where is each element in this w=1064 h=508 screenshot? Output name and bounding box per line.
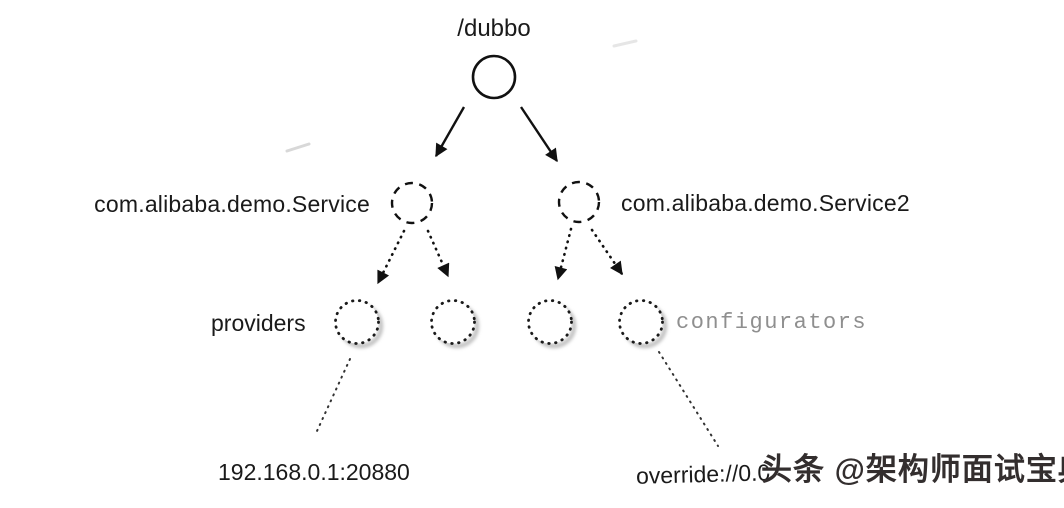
solid-arrows [434, 106, 558, 163]
provider-node-2 [430, 299, 476, 345]
arrow-root-to-service-right [520, 106, 558, 163]
providers-label: providers [211, 310, 306, 336]
service-left-label: com.alibaba.demo.Service [94, 191, 370, 217]
arrow-service-left-to-provider-2 [426, 229, 450, 278]
service-right-label: com.alibaba.demo.Service2 [621, 190, 910, 216]
dotted-nodes [334, 299, 664, 345]
arrow-service-right-to-node-1 [554, 227, 573, 281]
watermark-text: 头条 @架构师面试宝典 [761, 452, 1064, 487]
arrow-service-right-to-node-2 [590, 228, 624, 276]
provider-node-1 [334, 299, 380, 345]
dotted-leader-lines [316, 351, 719, 447]
configurator-url-label: override://0.0. [635, 459, 777, 489]
configurator-node-2 [618, 299, 664, 345]
arrow-root-to-service-left [434, 106, 466, 158]
root-node-circle [471, 54, 517, 100]
configurators-label: configurators [676, 310, 868, 335]
dotted-node-shadows [338, 303, 668, 349]
service-left-node-circle [390, 181, 434, 225]
scan-smudges [285, 39, 638, 153]
configurator-node-1 [527, 299, 573, 345]
provider-address-label: 192.168.0.1:20880 [218, 459, 410, 485]
root-node-label: /dubbo [457, 15, 531, 42]
leader-configurator-url [658, 351, 719, 447]
leader-provider-address [316, 358, 351, 432]
dotted-arrows [376, 227, 624, 285]
service-right-node-circle [557, 180, 601, 224]
arrow-service-left-to-provider-1 [376, 229, 406, 285]
